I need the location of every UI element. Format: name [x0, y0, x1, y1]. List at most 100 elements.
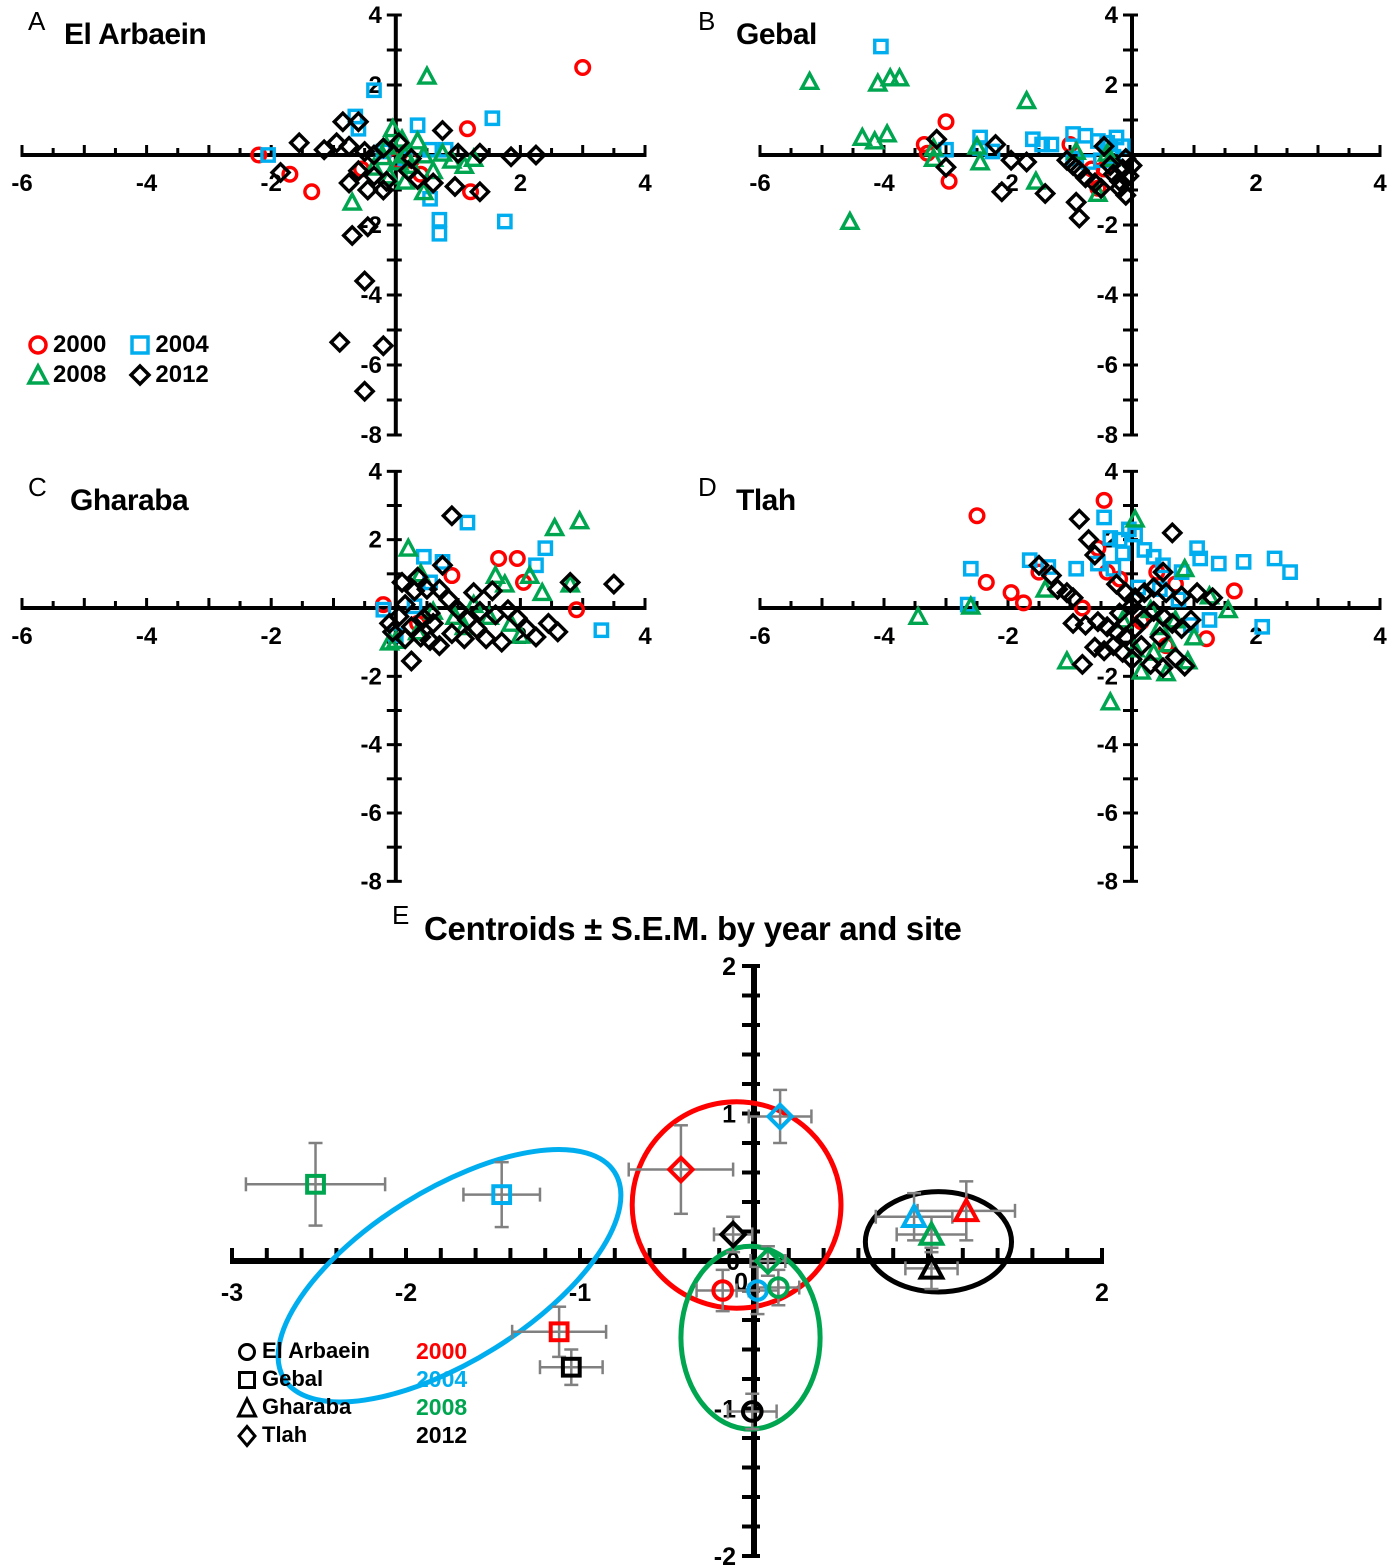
- legend-site-label-el-arbaein: El Arbaein: [262, 1338, 370, 1363]
- diamond-marker: [925, 128, 948, 151]
- centroid-gebal-2008: [305, 1173, 326, 1195]
- y-tick-label: -6: [1097, 800, 1118, 827]
- y-tick-label: -4: [360, 282, 382, 309]
- diamond-marker: [412, 607, 435, 630]
- centroid-gharaba-2000: [952, 1195, 981, 1223]
- y-tick-label: -6: [360, 352, 381, 379]
- y-tick-label: -2: [360, 663, 381, 690]
- x-tick-label: -2: [997, 623, 1018, 650]
- diamond-marker: [1121, 595, 1143, 618]
- diamond-marker: [400, 649, 423, 672]
- triangle-marker: [1158, 632, 1180, 653]
- diamond-marker: [1114, 184, 1137, 207]
- data-points: [907, 491, 1298, 711]
- diamond-marker: [419, 629, 442, 652]
- diamond-marker: [313, 138, 336, 161]
- y-tick-label: -2: [1097, 663, 1118, 690]
- legend-site-el-arbaein: El Arbaein: [236, 1338, 370, 1364]
- circle-icon: [238, 1343, 256, 1361]
- diamond-marker: [1099, 154, 1122, 177]
- diamond-marker: [1068, 207, 1091, 229]
- diamond-marker: [375, 170, 398, 193]
- square-marker: [1102, 530, 1119, 546]
- triangle-marker: [1025, 169, 1047, 190]
- legend-year-2012: 2012: [416, 1421, 468, 1448]
- triangle-marker: [413, 180, 435, 201]
- legend-site-gebal: Gebal: [236, 1366, 370, 1392]
- centroid-tlah-2004: [765, 1101, 795, 1131]
- y-tick-label: 4: [1105, 2, 1119, 29]
- diamond-marker: [347, 110, 370, 133]
- diamond-marker: [397, 159, 420, 182]
- triangle-marker: [1183, 625, 1205, 646]
- diamond-marker: [422, 612, 445, 635]
- diamond-marker: [1179, 608, 1202, 631]
- square-icon: [238, 1371, 256, 1389]
- square-icon: [130, 335, 151, 355]
- diamond-marker: [475, 627, 498, 650]
- series-2012: [925, 128, 1143, 229]
- circle-marker: [977, 573, 995, 591]
- diamond-marker: [1086, 610, 1109, 633]
- triangle-marker: [1173, 557, 1196, 578]
- square-marker: [1235, 554, 1252, 570]
- legend-year-2008: 2008: [416, 1393, 468, 1420]
- square-marker: [1201, 612, 1218, 628]
- triangle-marker: [798, 69, 821, 91]
- circle-marker: [968, 507, 986, 525]
- panel-letter-e: E: [392, 900, 410, 930]
- legend-site-label-gebal: Gebal: [262, 1366, 324, 1391]
- centroid-gebal-2000: [548, 1321, 570, 1343]
- square-marker: [1043, 136, 1060, 153]
- panel-letter-d: D: [698, 472, 717, 502]
- data-points: [374, 504, 625, 672]
- y-tick-label: -4: [1097, 282, 1119, 309]
- centroid-gebal-2012: [560, 1356, 582, 1378]
- square-marker: [1266, 550, 1283, 567]
- circle-marker: [462, 183, 480, 201]
- series-2008: [907, 507, 1239, 711]
- x-tick-label: 4: [1373, 170, 1387, 197]
- diamond-marker: [1152, 561, 1174, 584]
- panel-title-centroids: Centroids ± S.E.M. by year and site: [424, 910, 962, 947]
- diamond-marker: [1102, 634, 1125, 657]
- y-tick-label: -8: [1097, 422, 1118, 449]
- legend-row-bottom: 2008 2012: [26, 360, 231, 390]
- legend-label-2012: 2012: [155, 361, 209, 388]
- diamond-marker: [1152, 605, 1174, 628]
- triangle-icon: [26, 362, 50, 385]
- diamond-marker: [341, 224, 364, 247]
- diamond-marker: [1068, 508, 1091, 531]
- diamond-marker: [1090, 177, 1112, 200]
- diamond-marker: [1074, 614, 1097, 637]
- diamond-marker: [990, 180, 1013, 203]
- circle-marker: [1095, 491, 1113, 509]
- diamond-marker: [1074, 166, 1097, 189]
- centroid-el-arbaein-2008: [767, 1276, 790, 1299]
- diamond-marker: [372, 334, 395, 357]
- x-tick-label: 2: [514, 170, 527, 197]
- diamond-marker: [391, 571, 414, 594]
- diamond-marker: [462, 581, 485, 604]
- triangle-marker: [341, 190, 363, 211]
- triangle-marker: [839, 209, 861, 231]
- triangle-marker: [422, 159, 444, 180]
- circle-marker: [1014, 594, 1033, 612]
- legend-year-2004: 2004: [416, 1365, 468, 1392]
- diamond-icon: [237, 1424, 257, 1448]
- diamond-marker: [387, 605, 410, 628]
- centroid-legend: El Arbaein 2000 Gebal 2004 Gharaba 2008 …: [236, 1338, 467, 1448]
- ellipse-Gebal-group: [275, 1147, 624, 1405]
- circle-marker: [1073, 599, 1091, 617]
- y-tick-label: -8: [1097, 868, 1118, 895]
- diamond-marker: [431, 119, 454, 142]
- y-tick-label: -8: [360, 422, 381, 449]
- square-marker: [1090, 555, 1106, 572]
- diamond-marker: [447, 142, 470, 165]
- diamond-marker: [1062, 612, 1085, 635]
- square-marker: [593, 622, 610, 639]
